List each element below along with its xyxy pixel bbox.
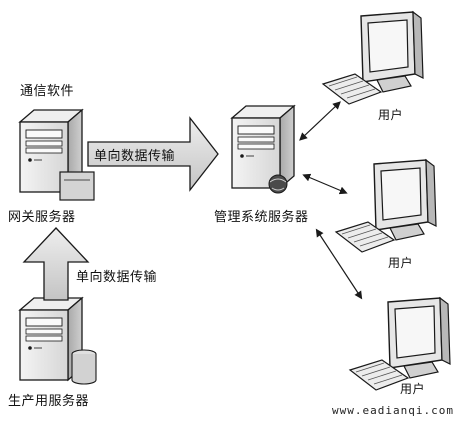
user-workstation-2-icon	[335, 159, 437, 253]
gateway-server-icon	[19, 109, 95, 201]
one-way-transfer-arrow-horizontal	[87, 116, 219, 192]
link-user-2	[302, 173, 348, 195]
management-server-icon	[231, 105, 295, 194]
gateway-server-label: 网关服务器	[8, 210, 76, 225]
link-user-3	[315, 228, 363, 300]
arrow-vertical-label: 单向数据传输	[76, 270, 158, 285]
user-2-label: 用户	[388, 256, 414, 270]
production-server-icon	[19, 297, 97, 385]
production-server-label: 生产用服务器	[8, 394, 90, 409]
user-workstation-1-icon	[322, 11, 424, 105]
one-way-transfer-arrow-vertical	[22, 227, 90, 301]
watermark: www.eadianqi.com	[332, 404, 454, 417]
link-user-1	[299, 101, 341, 141]
management-server-label: 管理系统服务器	[214, 210, 309, 225]
user-workstation-3-icon	[349, 297, 451, 391]
software-label: 通信软件	[20, 84, 75, 99]
user-1-label: 用户	[378, 108, 404, 122]
arrow-horizontal-label: 单向数据传输	[94, 149, 176, 164]
user-3-label: 用户	[400, 382, 426, 396]
